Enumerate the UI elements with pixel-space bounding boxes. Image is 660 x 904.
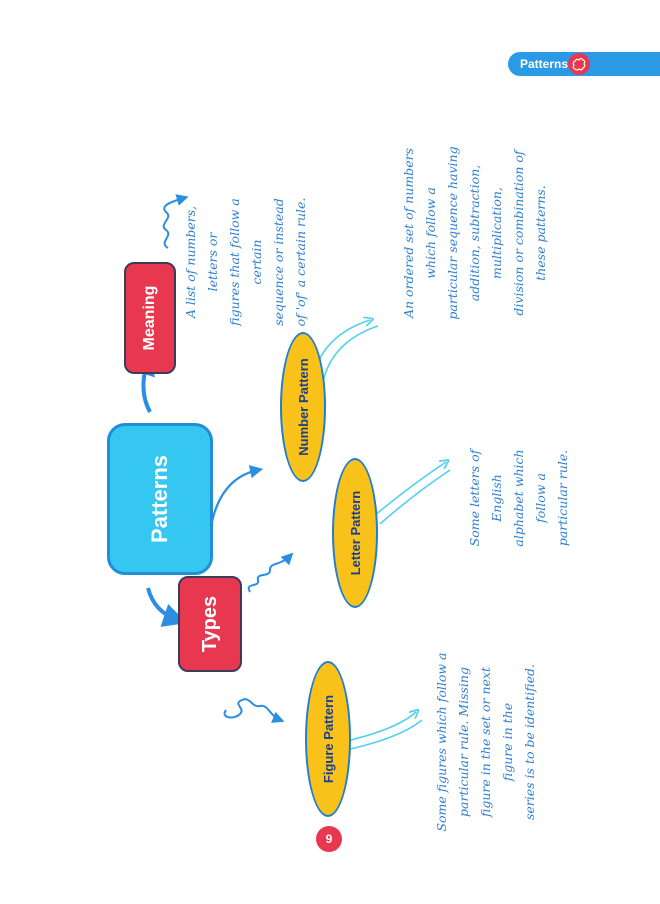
arrow-figure-to-desc-b [345, 719, 423, 751]
meaning-label: Meaning [141, 285, 158, 351]
types-box: Types [178, 576, 242, 672]
arrow-number-to-desc-b [321, 325, 379, 387]
letter-pattern-oval: Letter Pattern [332, 458, 378, 608]
header-title: Patterns [520, 57, 569, 71]
figure-pattern-description: Some figures which follow a particular r… [434, 652, 537, 832]
page-number: 9 [325, 832, 333, 846]
patterns-central-box: Patterns [107, 423, 213, 575]
arrow-patterns-to-types [146, 587, 188, 627]
patterns-central-label: Patterns [147, 454, 172, 544]
squiggle-letter [247, 552, 294, 593]
number-pattern-description: An ordered set of numbers which follow a… [401, 146, 548, 320]
figure-pattern-label: Figure Pattern [320, 694, 336, 784]
figure-pattern-oval: Figure Pattern [305, 661, 351, 817]
meaning-description: A list of numbers, letters or figures th… [183, 197, 308, 327]
page-number-badge: 9 [316, 826, 342, 852]
arrow-figure-to-desc [341, 712, 416, 743]
arrow-letter-to-desc [373, 462, 446, 517]
header-tab: Patterns [508, 52, 660, 76]
arrow-letter-to-desc-b [379, 469, 451, 525]
arrow-patterns-to-number [206, 465, 264, 557]
letter-pattern-label: Letter Pattern [347, 490, 363, 576]
meaning-box: Meaning [124, 262, 176, 374]
squiggle-figure [223, 698, 285, 723]
letter-pattern-description: Some letters of English alphabet which f… [467, 449, 570, 547]
brain-icon [568, 53, 590, 75]
types-label: Types [198, 595, 221, 653]
squiggle-meaning [162, 194, 189, 249]
